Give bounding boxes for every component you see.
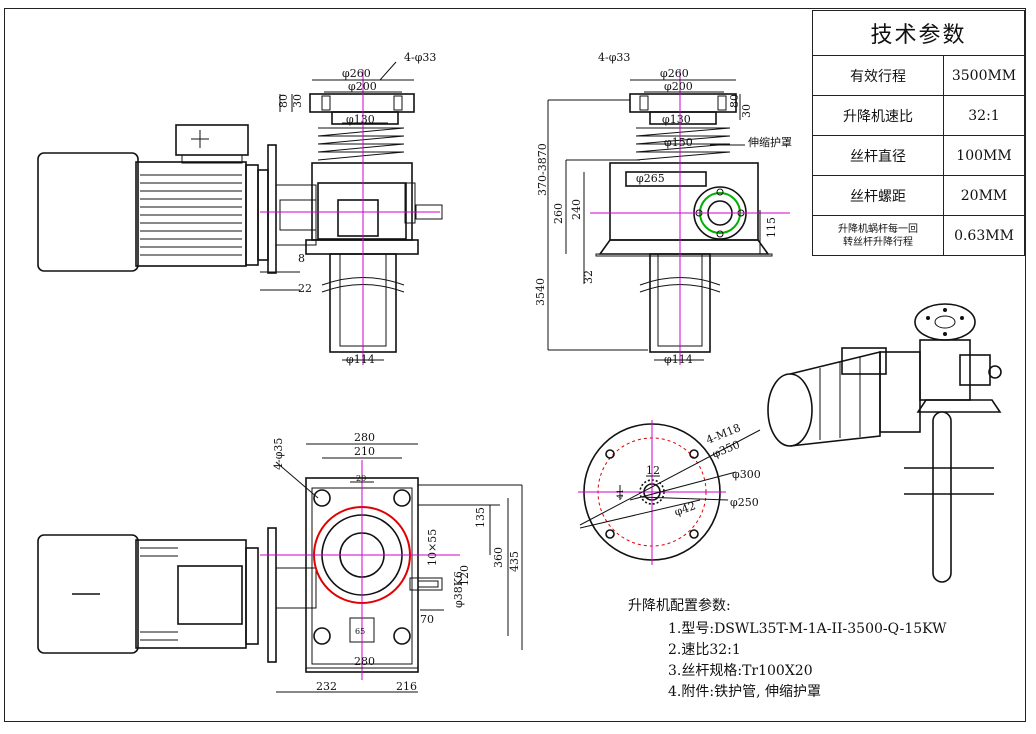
- front-d200: φ200: [348, 80, 377, 93]
- tech-table-title: 技术参数: [812, 10, 1025, 56]
- row-value: 0.63MM: [943, 215, 1025, 256]
- notes-item-ratio: 2.速比32:1: [668, 642, 741, 658]
- side-d-stroke: 370-3870: [536, 143, 549, 196]
- side-cover-label: 伸缩护罩: [748, 135, 792, 149]
- side-d260v: 260: [552, 203, 565, 224]
- top-d216: 216: [396, 680, 417, 693]
- notes-item-model: 1.型号:DSWL35T-M-1A-II-3500-Q-15KW: [668, 621, 947, 637]
- top-d70: 70: [420, 613, 434, 626]
- flange-d42: φ42: [673, 499, 698, 519]
- config-notes: 升降机配置参数: 1.型号:DSWL35T-M-1A-II-3500-Q-15K…: [628, 596, 947, 703]
- side-d200: φ200: [664, 80, 693, 93]
- top-motor-body: [37, 534, 139, 654]
- front-d30: 30: [291, 94, 304, 108]
- side-d265: φ265: [636, 172, 665, 185]
- top-d38k6: φ38K6: [452, 571, 465, 608]
- top-d120: 120: [458, 565, 471, 586]
- side-d30: 30: [740, 104, 753, 118]
- front-d130: φ130: [346, 113, 375, 126]
- motor-fins: [135, 161, 247, 267]
- row-label: 有效行程: [812, 55, 944, 96]
- iso-motor-end: [767, 373, 813, 447]
- row-label: 丝杆螺距: [812, 175, 944, 216]
- top-d65: 65: [355, 627, 365, 636]
- row-value: 32:1: [943, 95, 1025, 136]
- front-d8: 8: [298, 252, 305, 265]
- row-label: 丝杆直径: [812, 135, 944, 176]
- side-d150: φ150: [664, 136, 693, 149]
- top-flange: [309, 93, 415, 113]
- top-d135: 135: [474, 507, 487, 528]
- side-d3540: 3540: [534, 278, 547, 306]
- top-d280b: 280: [354, 655, 375, 668]
- row-label: 升降机速比: [812, 95, 944, 136]
- front-d4-33: 4-φ33: [404, 51, 436, 64]
- table-row: 升降机速比 32:1: [812, 95, 1025, 136]
- front-view: φ260 φ200 4-φ33 80 30 φ130 8 22 φ114: [37, 51, 443, 366]
- side-d32: 32: [582, 270, 595, 284]
- front-d80: 80: [277, 94, 290, 108]
- side-d4-33: 4-φ33: [598, 51, 630, 64]
- top-d435: 435: [508, 551, 521, 572]
- top-d232: 232: [316, 680, 337, 693]
- notes-heading: 升降机配置参数:: [628, 598, 731, 614]
- flange-d300: φ300: [732, 468, 761, 481]
- flange-d41: 41: [616, 489, 625, 499]
- row-value: 20MM: [943, 175, 1025, 216]
- row-label-line2: 转丝杆升降行程: [843, 236, 913, 248]
- top-view: 280 210 20 4-φ35 135 10×55 φ38K6 360 435…: [37, 431, 523, 693]
- top-d4-35: 4-φ35: [272, 438, 285, 470]
- top-d210: 210: [354, 445, 375, 458]
- front-d22: 22: [298, 282, 312, 295]
- table-row: 有效行程 3500MM: [812, 55, 1025, 96]
- side-d115: 115: [765, 217, 778, 238]
- front-d114: φ114: [346, 353, 375, 366]
- top-d10-55: 10×55: [426, 529, 439, 566]
- side-view: φ260 φ200 4-φ33 80 30 φ130 φ150 伸缩护罩 φ26…: [534, 51, 792, 366]
- side-d130: φ130: [662, 113, 691, 126]
- drawing-frame: [4, 8, 1026, 722]
- side-d260: φ260: [660, 67, 689, 80]
- table-row: 丝杆直径 100MM: [812, 135, 1025, 176]
- side-top-flange: [629, 93, 737, 113]
- table-row: 丝杆螺距 20MM: [812, 175, 1025, 216]
- tech-params-table: 技术参数 有效行程 3500MM 升降机速比 32:1 丝杆直径 100MM 丝…: [812, 10, 1025, 256]
- motor-flange: [267, 144, 277, 274]
- isometric-view: [767, 303, 1002, 583]
- top-d360: 360: [492, 547, 505, 568]
- iso-screw-tube: [932, 411, 952, 583]
- motor-body: [37, 152, 139, 272]
- row-label-line1: 升降机蜗杆每一回: [838, 223, 918, 235]
- front-d260: φ260: [342, 67, 371, 80]
- side-d240: 240: [570, 199, 583, 220]
- junction-box: [175, 124, 249, 156]
- row-value: 3500MM: [943, 55, 1025, 96]
- side-d80: 80: [728, 94, 741, 108]
- notes-item-accessories: 4.附件:铁护管, 伸缩护罩: [668, 684, 821, 700]
- row-value: 100MM: [943, 135, 1025, 176]
- row-label: 升降机蜗杆每一回 转丝杆升降行程: [812, 215, 944, 256]
- flange-d12: 12: [646, 464, 660, 477]
- flange-view: 4-M18 φ350 φ300 φ250 12 φ42 41: [578, 420, 761, 565]
- notes-item-screw: 3.丝杆规格:Tr100X20: [668, 663, 813, 679]
- gearbox-housing: [311, 162, 413, 241]
- table-row: 升降机蜗杆每一回 转丝杆升降行程 0.63MM: [812, 215, 1025, 256]
- top-d20: 20: [356, 474, 366, 483]
- flange-d250: φ250: [730, 496, 759, 509]
- side-d114: φ114: [664, 353, 693, 366]
- top-d280: 280: [354, 431, 375, 444]
